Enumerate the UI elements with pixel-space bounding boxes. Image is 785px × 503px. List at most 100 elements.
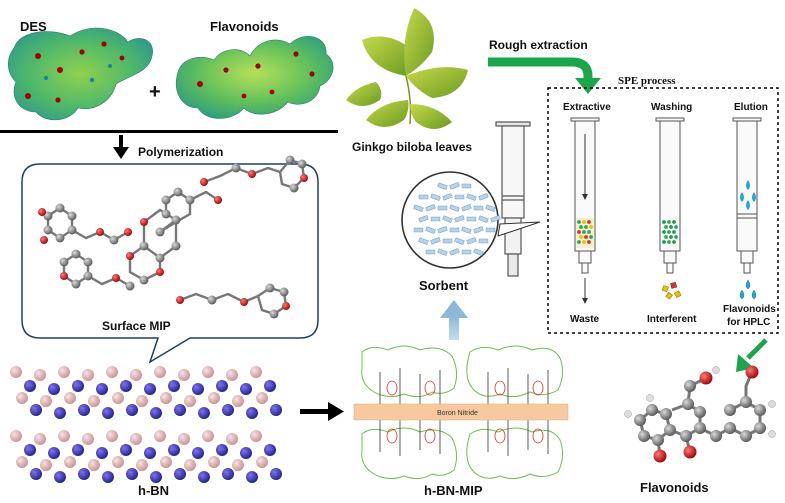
hbn-atom bbox=[216, 444, 228, 456]
hbn-atom bbox=[96, 383, 108, 395]
sorbent-particle bbox=[587, 240, 591, 244]
sorbent-flake bbox=[461, 204, 472, 212]
hbn-atom bbox=[160, 456, 172, 468]
hbn-atom bbox=[112, 456, 124, 468]
surface-mip-label: Surface MIP bbox=[102, 319, 171, 333]
hbn-atom bbox=[136, 459, 148, 471]
hbn-atom bbox=[246, 471, 258, 483]
sorbent-flake bbox=[430, 193, 441, 201]
sorbent-particle bbox=[579, 225, 583, 229]
mip-atoms bbox=[38, 155, 308, 319]
sorbent-flake bbox=[449, 248, 460, 256]
section-divider bbox=[0, 130, 338, 133]
sorbent-particle bbox=[584, 235, 588, 239]
hbn-atom bbox=[232, 395, 244, 407]
hbn-atom bbox=[72, 444, 84, 456]
sorbent-particle bbox=[582, 240, 586, 244]
polymerization-label: Polymerization bbox=[138, 145, 223, 159]
elution-droplets bbox=[740, 180, 756, 210]
hbn-atom bbox=[168, 380, 180, 392]
spe-process-box bbox=[547, 87, 779, 334]
sorbent-flake bbox=[454, 237, 465, 245]
hbn-atom bbox=[126, 404, 138, 416]
sorbent-particle bbox=[667, 220, 671, 224]
hbn-atom bbox=[250, 430, 262, 442]
hbn-atom bbox=[82, 433, 94, 445]
hbn-atom bbox=[106, 430, 118, 442]
sorbent-flake bbox=[461, 226, 472, 234]
hbn-atom bbox=[120, 380, 132, 392]
sorbent-flake bbox=[430, 216, 441, 222]
syringe-cartridge bbox=[495, 121, 531, 277]
sorbent-flake bbox=[454, 215, 465, 223]
sorbent-flake bbox=[454, 194, 465, 200]
sorbent-flake bbox=[437, 226, 448, 234]
sorbent-flake bbox=[413, 227, 424, 233]
hbn-atom bbox=[150, 471, 162, 483]
sorbent-label: Sorbent bbox=[419, 278, 469, 293]
sorbent-particle bbox=[667, 240, 671, 244]
hbn-atom bbox=[10, 430, 22, 442]
sorbent-flake bbox=[478, 193, 489, 201]
sorbent-particle bbox=[674, 225, 678, 229]
interferent-symbols bbox=[661, 281, 682, 300]
hbn-atom bbox=[226, 369, 238, 381]
hbn-atom bbox=[250, 366, 262, 378]
flavonoid-droplets bbox=[739, 279, 757, 300]
hbn-atom bbox=[126, 468, 138, 480]
sorbent-flake bbox=[466, 216, 477, 222]
des-label: DES bbox=[20, 19, 47, 34]
extractive-particles bbox=[577, 220, 593, 244]
sorbent-particle bbox=[667, 230, 671, 234]
hbn-atom bbox=[30, 404, 42, 416]
sorbent-flake bbox=[418, 215, 429, 223]
hbn-atom bbox=[256, 392, 268, 404]
hbn-atom bbox=[120, 444, 132, 456]
sorbent-flake bbox=[449, 182, 460, 190]
sorbent-flake bbox=[461, 249, 472, 255]
flavonoids-hplc-label-line1: Flavonoids bbox=[723, 304, 776, 315]
hbn-atom bbox=[72, 380, 84, 392]
hbn-atom bbox=[270, 404, 282, 416]
hbn-atom bbox=[88, 459, 100, 471]
hbn-atom bbox=[88, 395, 100, 407]
interferent-label: Interferent bbox=[647, 314, 697, 325]
sorbent-particle bbox=[672, 240, 676, 244]
hbn-atom bbox=[178, 369, 190, 381]
hbn-atom bbox=[130, 369, 142, 381]
sorbent-particle bbox=[662, 220, 666, 224]
sorbent-particle bbox=[577, 230, 581, 234]
hbn-atom bbox=[10, 366, 22, 378]
sorbent-flake bbox=[425, 204, 436, 212]
sorbent-flake bbox=[478, 215, 489, 223]
hbn-atom bbox=[40, 395, 52, 407]
sorbent-flake bbox=[466, 193, 477, 201]
hbn-atom bbox=[16, 392, 28, 404]
washing-particles bbox=[662, 220, 678, 244]
extractive-label: Extractive bbox=[563, 102, 611, 113]
hbn-atom bbox=[112, 392, 124, 404]
hbn-atom bbox=[226, 433, 238, 445]
hbn-atom bbox=[208, 392, 220, 404]
hbn-mip-label: h-BN-MIP bbox=[424, 483, 483, 498]
hbn-atom bbox=[144, 447, 156, 459]
hbn-atom bbox=[168, 444, 180, 456]
hbn-atom bbox=[270, 468, 282, 480]
plus-sign: + bbox=[149, 81, 161, 103]
hbn-atom bbox=[24, 380, 36, 392]
hbn-atom bbox=[82, 369, 94, 381]
hbn-atom bbox=[198, 407, 210, 419]
hbn-atom bbox=[174, 468, 186, 480]
sorbent-particle bbox=[579, 235, 583, 239]
sorbent-particle bbox=[672, 230, 676, 234]
sorbent-particle bbox=[662, 240, 666, 244]
sorbent-particle bbox=[577, 240, 581, 244]
polymerization-arrow bbox=[113, 135, 129, 159]
ginkgo-leaves-image bbox=[346, 8, 468, 129]
sorbent-particle bbox=[589, 225, 593, 229]
boron-nitride-bar bbox=[353, 403, 569, 421]
hbn-atom bbox=[136, 395, 148, 407]
sorbent-flake bbox=[437, 248, 448, 256]
hbn-atom bbox=[102, 407, 114, 419]
hbn-atom bbox=[30, 468, 42, 480]
